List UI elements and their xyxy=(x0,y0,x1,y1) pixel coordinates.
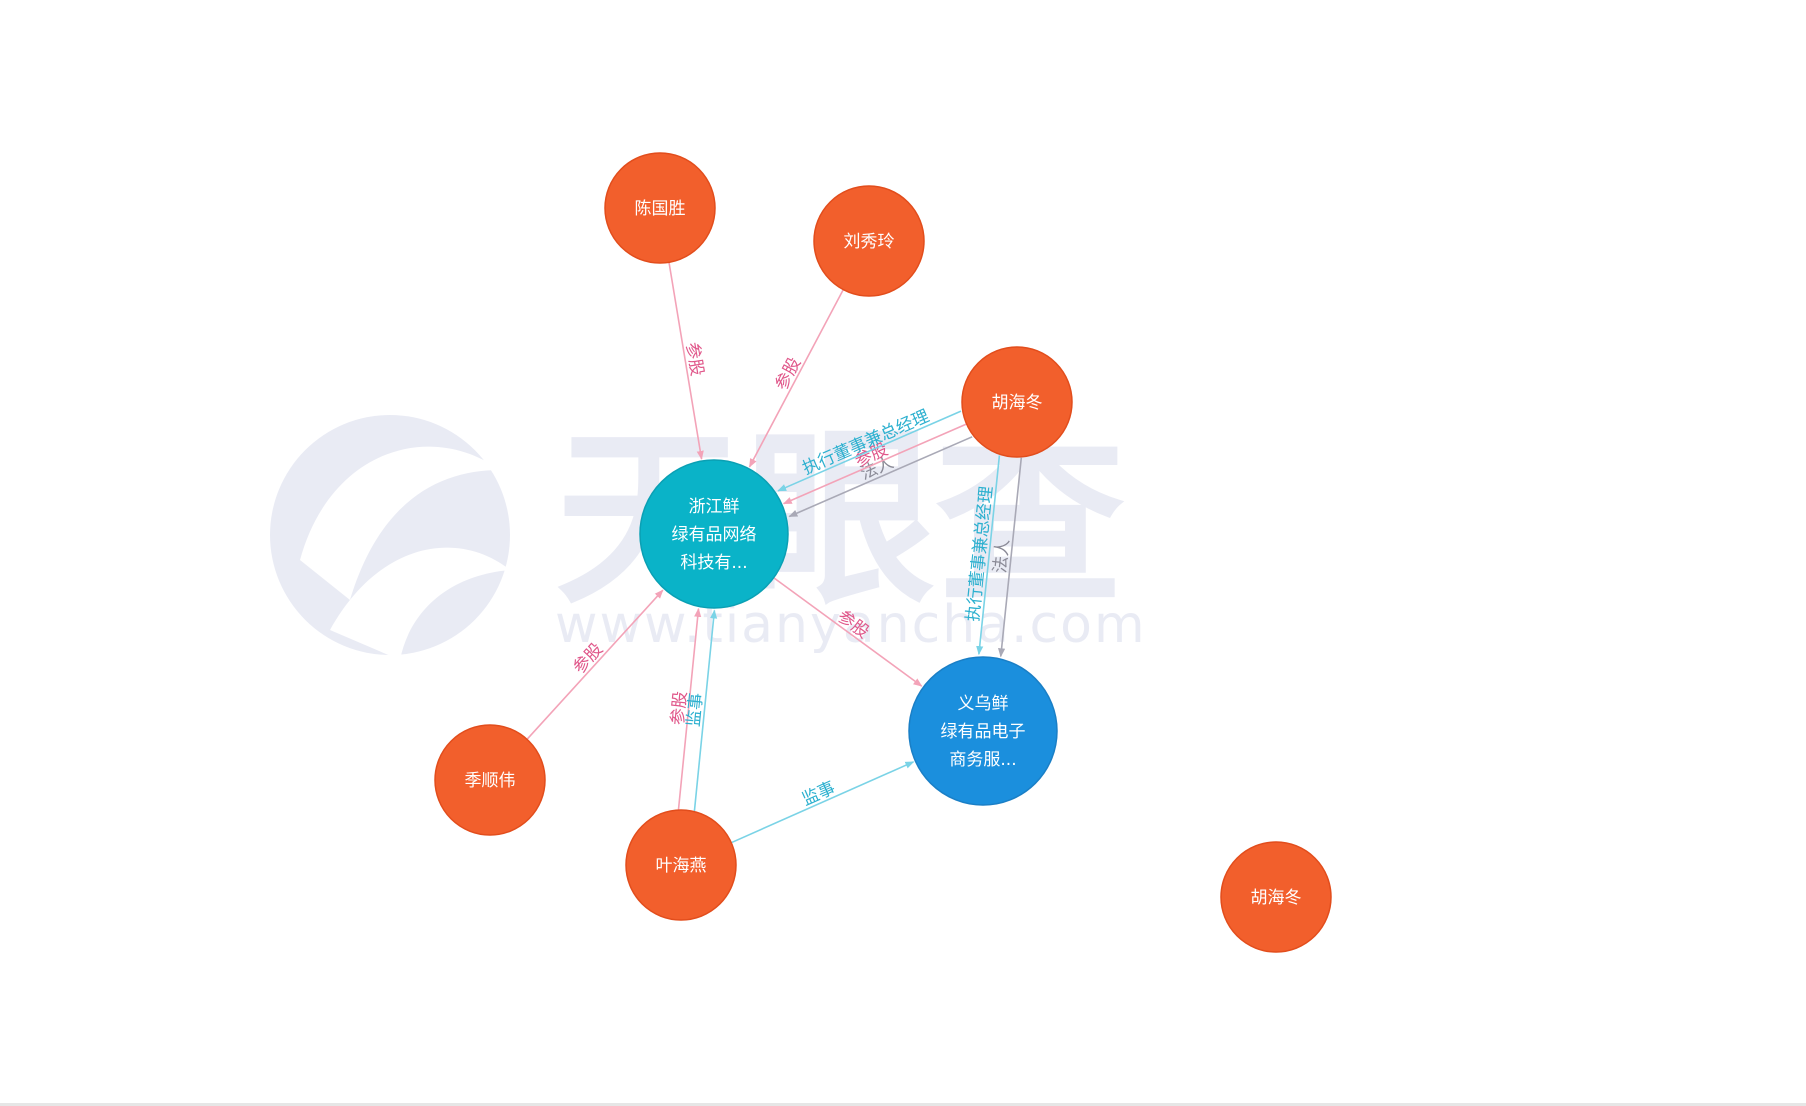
edge-chen-zj-share[interactable]: 参股 xyxy=(668,262,707,460)
edge-ye-zj-share[interactable]: 参股 xyxy=(668,607,702,810)
edge-line xyxy=(998,457,1023,658)
person-node-circle xyxy=(961,346,1073,458)
node-label: 义乌鲜 xyxy=(958,694,1009,714)
node-label: 绿有品网络 xyxy=(672,525,757,545)
edge-line xyxy=(693,609,718,812)
node-label: 科技有... xyxy=(680,553,747,573)
person-node-circle xyxy=(625,809,737,921)
node-liu[interactable]: 刘秀玲 xyxy=(813,185,925,297)
company-node-circle xyxy=(639,459,789,609)
company-node-circle xyxy=(908,656,1058,806)
edge-line xyxy=(782,423,967,505)
edge-line xyxy=(777,410,962,492)
edge-line xyxy=(976,455,1001,656)
person-node-circle xyxy=(434,724,546,836)
edge-line xyxy=(788,436,973,518)
node-label: 陈国胜 xyxy=(635,199,686,219)
edge-label: 监事 xyxy=(799,778,838,810)
node-label: 绿有品电子 xyxy=(941,722,1026,742)
node-label: 胡海冬 xyxy=(992,393,1043,413)
node-label: 叶海燕 xyxy=(656,856,707,876)
node-label: 刘秀玲 xyxy=(844,232,895,252)
edge-line xyxy=(677,607,702,810)
edge-line xyxy=(748,289,844,468)
watermark-url: www.tianyancha.com xyxy=(555,595,1147,655)
edge-label: 监事 xyxy=(684,692,707,728)
bottom-border xyxy=(0,1103,1806,1106)
node-chen[interactable]: 陈国胜 xyxy=(604,152,716,264)
person-node-circle xyxy=(813,185,925,297)
edge-label: 参股 xyxy=(668,690,691,726)
nodes-layer: 陈国胜刘秀玲胡海冬浙江鲜绿有品网络科技有...义乌鲜绿有品电子商务服...季顺伟… xyxy=(434,152,1332,953)
node-label: 季顺伟 xyxy=(465,771,516,791)
edge-label: 法人 xyxy=(990,538,1013,574)
edge-line xyxy=(773,577,923,687)
person-node-circle xyxy=(1220,841,1332,953)
node-hu1[interactable]: 胡海冬 xyxy=(961,346,1073,458)
person-node-circle xyxy=(604,152,716,264)
edge-line xyxy=(730,761,915,844)
edge-label: 参股 xyxy=(682,341,707,378)
node-zj[interactable]: 浙江鲜绿有品网络科技有... xyxy=(639,459,789,609)
node-label: 浙江鲜 xyxy=(689,497,740,517)
edge-ye-zj-supervisor[interactable]: 监事 xyxy=(684,609,718,812)
node-ye[interactable]: 叶海燕 xyxy=(625,809,737,921)
node-hu2[interactable]: 胡海冬 xyxy=(1220,841,1332,953)
node-label: 胡海冬 xyxy=(1251,888,1302,908)
node-ji[interactable]: 季顺伟 xyxy=(434,724,546,836)
edge-label: 参股 xyxy=(772,354,806,393)
edge-ye-yw-supervisor[interactable]: 监事 xyxy=(730,761,915,844)
edge-hu1-yw-legal[interactable]: 法人 xyxy=(990,457,1023,658)
node-label: 商务服... xyxy=(949,750,1016,770)
edge-line xyxy=(526,589,664,740)
watermark-logo-icon xyxy=(270,415,510,660)
edge-line xyxy=(668,262,704,460)
node-yw[interactable]: 义乌鲜绿有品电子商务服... xyxy=(908,656,1058,806)
